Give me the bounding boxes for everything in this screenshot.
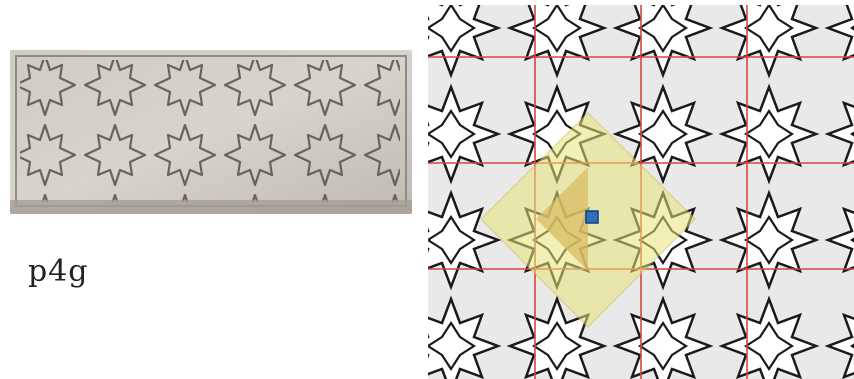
mosaic-photo: [10, 50, 412, 214]
carved-pattern: [20, 60, 400, 202]
symmetry-group-label: p4g: [28, 254, 89, 289]
rotation-center-marker: [586, 211, 598, 223]
mosaic-photo-svg: [10, 50, 412, 214]
stone-border-bottom: [10, 200, 412, 214]
tiling-diagram: [428, 5, 854, 379]
tiling-diagram-svg: [428, 5, 854, 379]
